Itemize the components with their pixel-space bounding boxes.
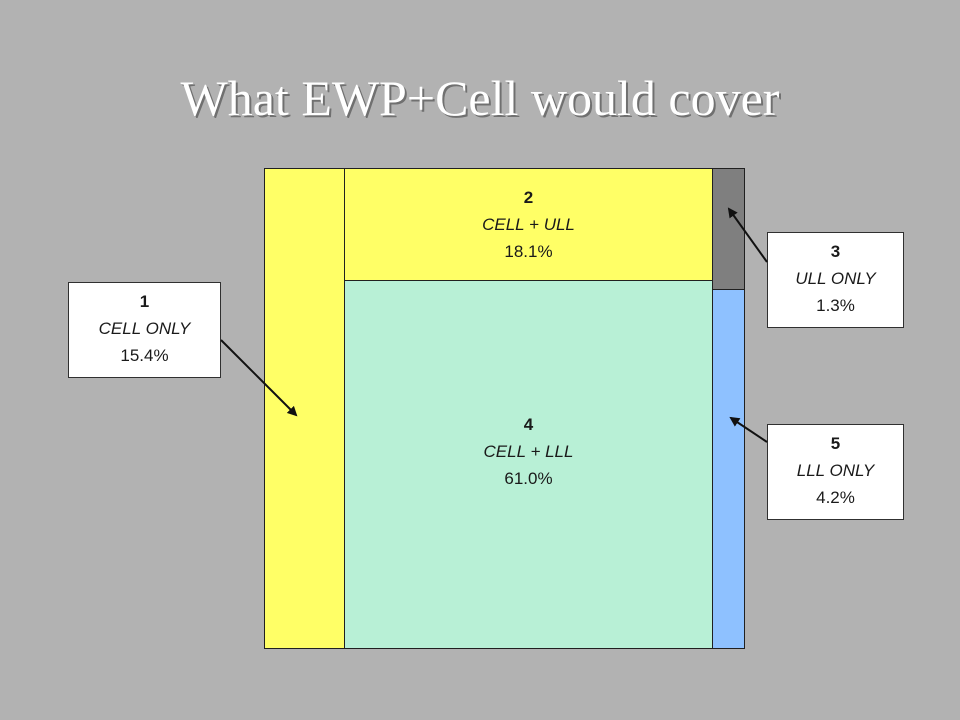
callout-number: 5 bbox=[830, 434, 841, 453]
callout-percent: 1.3% bbox=[816, 296, 855, 315]
segment-lll-only bbox=[712, 289, 745, 649]
callout-ull-only: 3 ULL ONLY 1.3% bbox=[767, 232, 904, 328]
callout-cell-only: 1 CELL ONLY 15.4% bbox=[68, 282, 221, 378]
segment-cell-only bbox=[264, 168, 345, 649]
callout-name: ULL ONLY bbox=[795, 269, 876, 288]
segment-cell-lll-label: 4 CELL + LLL 61.0% bbox=[345, 411, 712, 492]
segment-name: CELL + LLL bbox=[483, 442, 574, 461]
segment-cell-ull: 2 CELL + ULL 18.1% bbox=[344, 168, 713, 281]
callout-number: 1 bbox=[139, 292, 150, 311]
segment-cell-ull-label: 2 CELL + ULL 18.1% bbox=[345, 184, 712, 265]
callout-number: 3 bbox=[830, 242, 841, 261]
callout-name: LLL ONLY bbox=[796, 461, 875, 480]
segment-percent: 61.0% bbox=[504, 469, 553, 488]
callout-name: CELL ONLY bbox=[98, 319, 191, 338]
segment-percent: 18.1% bbox=[504, 242, 553, 261]
callout-percent: 15.4% bbox=[120, 346, 169, 365]
slide-title: What EWP+Cell would cover bbox=[180, 70, 780, 126]
segment-name: CELL + ULL bbox=[482, 215, 575, 234]
segment-number: 4 bbox=[523, 415, 534, 434]
segment-ull-only bbox=[712, 168, 745, 290]
callout-percent: 4.2% bbox=[816, 488, 855, 507]
coverage-diagram: 2 CELL + ULL 18.1% 4 CELL + LLL 61.0% bbox=[264, 168, 745, 649]
segment-number: 2 bbox=[523, 188, 534, 207]
segment-cell-lll: 4 CELL + LLL 61.0% bbox=[344, 280, 713, 649]
callout-lll-only: 5 LLL ONLY 4.2% bbox=[767, 424, 904, 520]
